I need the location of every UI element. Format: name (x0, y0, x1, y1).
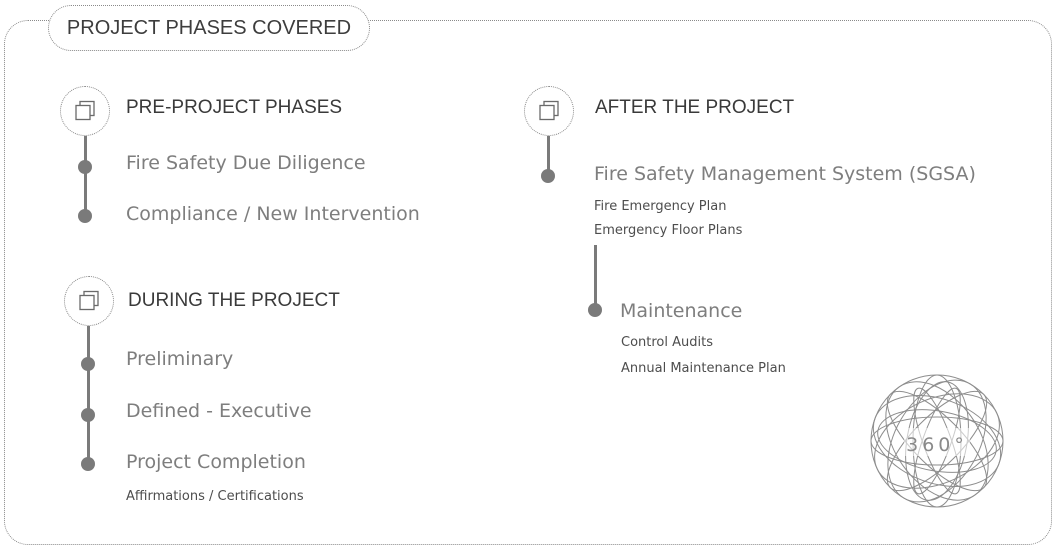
copy-icon (64, 276, 114, 326)
badge-label: 360° (906, 434, 968, 456)
after-project-item: Fire Safety Management System (SGSA) (594, 163, 976, 185)
page-title: PROJECT PHASES COVERED (48, 5, 370, 51)
timeline-dot (541, 169, 555, 183)
during-project-item: Project Completion (126, 451, 306, 473)
copy-icon (524, 86, 574, 136)
after-project-subitem: Control Audits (621, 335, 713, 350)
timeline-dot (78, 160, 92, 174)
timeline-dot (78, 209, 92, 223)
timeline-dot (81, 408, 95, 422)
timeline-line (594, 245, 597, 310)
phases-frame (4, 20, 1052, 545)
after-project-subitem: Fire Emergency Plan (594, 199, 727, 214)
timeline-dot (81, 357, 95, 371)
during-project-item: Preliminary (126, 348, 234, 370)
timeline-line (87, 326, 90, 464)
after-project-subitem: Emergency Floor Plans (594, 223, 743, 238)
pre-project-title: PRE-PROJECT PHASES (126, 97, 343, 118)
timeline-dot (81, 457, 95, 471)
timeline-line (547, 136, 550, 176)
during-project-subitem: Affirmations / Certifications (126, 489, 304, 504)
timeline-line (84, 136, 87, 216)
during-project-item: Defined - Executive (126, 400, 312, 422)
after-project-subitem: Annual Maintenance Plan (621, 361, 786, 376)
during-project-title: DURING THE PROJECT (128, 290, 340, 311)
pre-project-item: Fire Safety Due Diligence (126, 152, 366, 174)
after-project-title: AFTER THE PROJECT (595, 97, 795, 118)
timeline-dot (588, 303, 602, 317)
globe-icon: 360° (868, 372, 1006, 510)
after-project-item: Maintenance (620, 300, 743, 322)
copy-icon (60, 86, 110, 136)
pre-project-item: Compliance / New Intervention (126, 203, 420, 225)
